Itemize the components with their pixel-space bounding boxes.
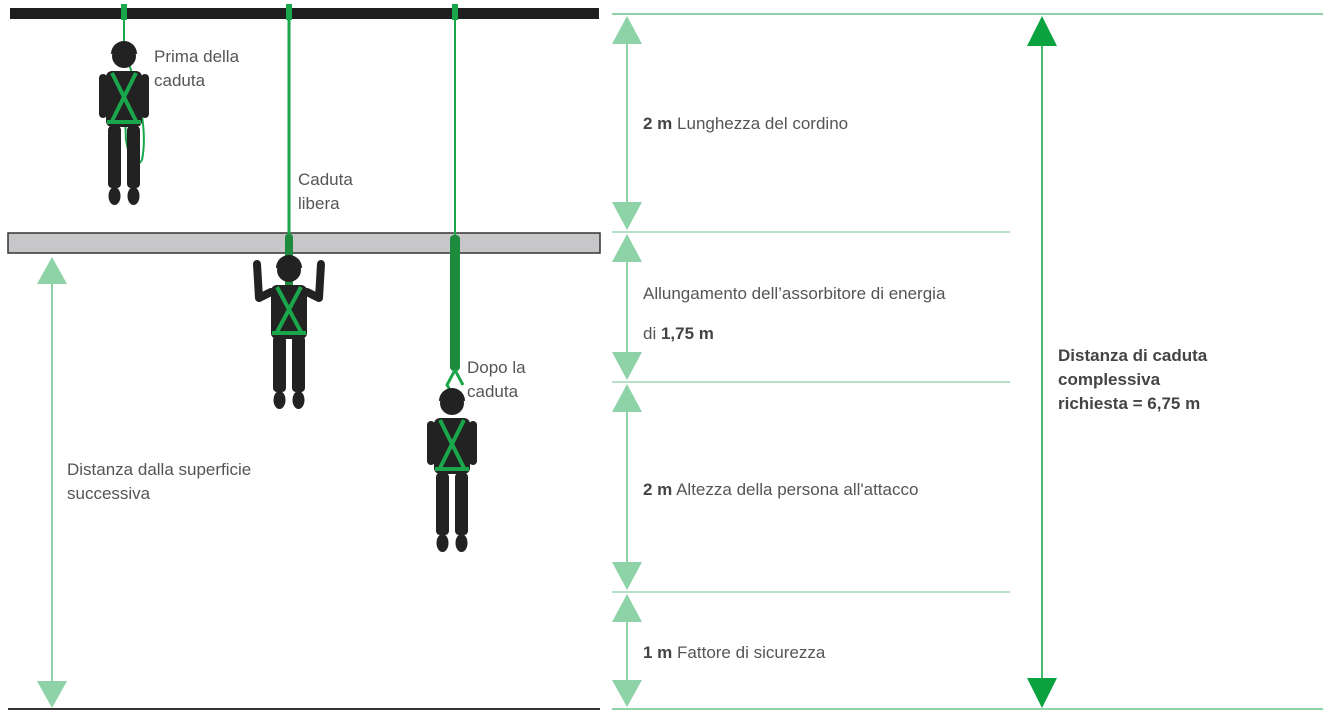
total-fall-distance-label: Distanza di caduta complessiva richiesta… [1058, 344, 1248, 416]
total-label-line1: Distanza di caduta [1058, 346, 1208, 365]
segment-arrow-safety [612, 594, 642, 707]
arrow-down-icon [612, 680, 642, 707]
total-label-line2: complessiva [1058, 370, 1161, 389]
person-height-text: Altezza della persona all'attacco [676, 480, 919, 499]
person-free-fall [257, 255, 321, 409]
arrow-up-icon [612, 16, 642, 44]
before-fall-label-line2: caduta [154, 71, 206, 90]
arrow-down-icon [37, 681, 67, 708]
absorber-extension-label: Allungamento dell’assorbitore di energia… [643, 274, 945, 354]
arrow-down-icon [612, 202, 642, 230]
arrow-up-icon [1027, 16, 1057, 46]
before-fall-label: Prima della caduta [154, 45, 239, 93]
total-distance-arrow [1027, 16, 1057, 708]
arrow-up-icon [37, 257, 67, 284]
arrow-up-icon [612, 384, 642, 412]
person-height-label: 2 m Altezza della persona all'attacco [643, 478, 918, 502]
person-before-fall [97, 39, 151, 207]
free-fall-label-line1: Caduta [298, 170, 353, 189]
arrow-up-icon [612, 234, 642, 262]
after-fall-label: Dopo la caduta [467, 356, 526, 404]
floor-slab [7, 232, 601, 254]
absorber-deployed [450, 235, 460, 371]
anchor-point [121, 4, 127, 20]
before-fall-label-line1: Prima della [154, 47, 240, 66]
segment-arrow-person [612, 384, 642, 590]
safety-factor-value: 1 m [643, 643, 673, 662]
absorber-extension-text: Allungamento dell’assorbitore di energia [643, 284, 946, 303]
segment-arrow-absorber [612, 234, 642, 380]
free-fall-label: Caduta libera [298, 168, 353, 216]
free-fall-label-line2: libera [298, 194, 340, 213]
segment-arrow-lanyard [612, 16, 642, 230]
arrow-up-icon [612, 594, 642, 622]
anchor-point [452, 4, 458, 20]
distance-label-line1: Distanza dalla superficie [67, 460, 252, 479]
safety-factor-label: 1 m Fattore di sicurezza [643, 641, 825, 665]
distance-next-surface-label: Distanza dalla superficie successiva [67, 458, 251, 506]
lanyard-length-value: 2 m [643, 114, 673, 133]
lanyard-length-label: 2 m Lunghezza del cordino [643, 112, 848, 136]
total-label-line3: richiesta = 6,75 m [1058, 394, 1201, 413]
ceiling-beam [10, 8, 599, 19]
person-height-value: 2 m [643, 480, 673, 499]
absorber-extension-prefix: di [643, 324, 657, 343]
safety-factor-text: Fattore di sicurezza [677, 643, 826, 662]
absorber-extension-value: 1,75 m [660, 324, 714, 343]
arrow-down-icon [612, 352, 642, 380]
anchor-point [286, 4, 292, 20]
person-after-fall [425, 386, 479, 554]
arrow-down-icon [612, 562, 642, 590]
arrow-down-icon [1027, 678, 1057, 708]
distance-label-line2: successiva [67, 484, 151, 503]
after-fall-label-line1: Dopo la [467, 358, 526, 377]
lanyard-length-text: Lunghezza del cordino [677, 114, 849, 133]
after-fall-label-line2: caduta [467, 382, 519, 401]
